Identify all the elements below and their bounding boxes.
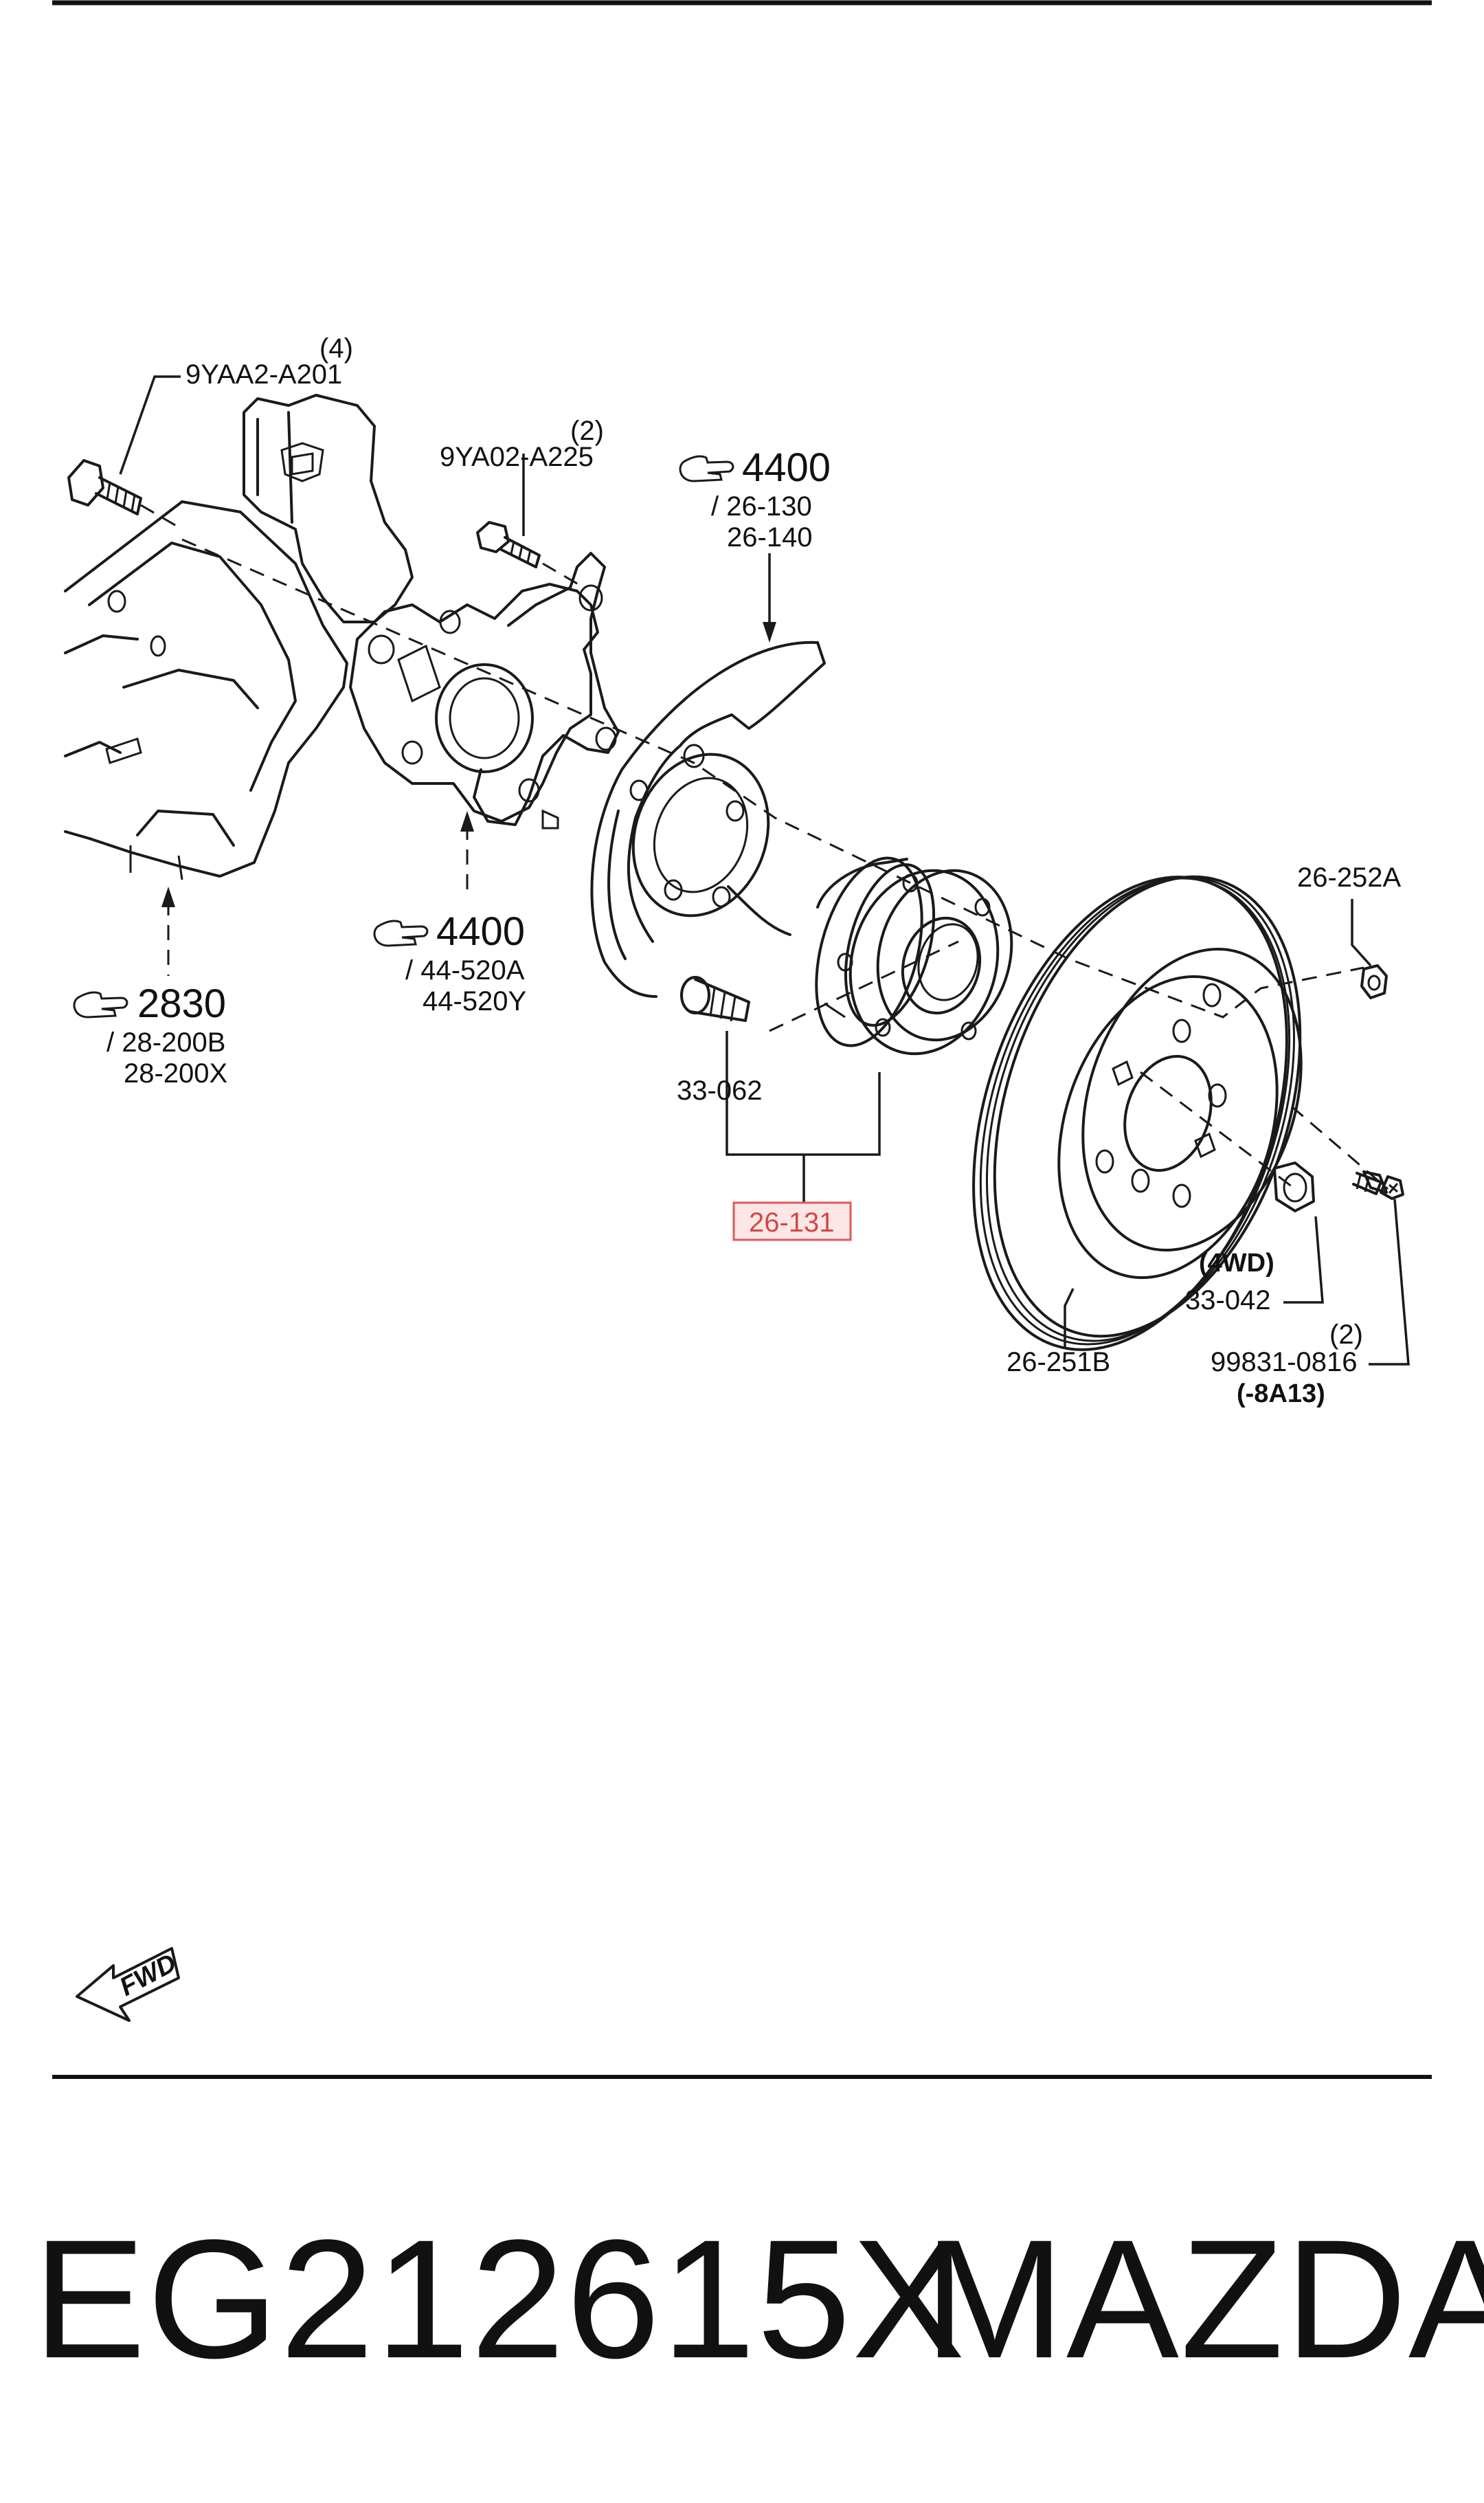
label-knuckle-ref-b: 44-520Y [423, 986, 526, 1016]
caliper-bracket-part [473, 552, 620, 830]
dust-shield-part [590, 641, 826, 998]
fwd-arrow-icon: FWD [76, 1947, 181, 2022]
label-shield-ref-a: / 26-130 [711, 491, 812, 522]
pointing-hand-icon [73, 991, 128, 1019]
disc-nut-part [1360, 964, 1388, 999]
label-nut-note: (4WD) [1199, 1249, 1274, 1278]
knuckle-part [349, 583, 599, 823]
label-screw-code: 99831-0816 [1211, 1347, 1358, 1377]
brake-disc-part [972, 875, 1303, 1351]
label-hub-bolt: 33-062 [677, 1076, 763, 1106]
label-knuckle-ref-a: / 44-520A [405, 955, 525, 986]
label-upper-bolt-code: 9YAA2-A201 [186, 359, 342, 390]
pointing-hand-icon [679, 455, 734, 482]
label-knuckle-ref-num: 4400 [436, 909, 525, 954]
upper-bracket-part [243, 394, 414, 623]
label-arm-ref-b: 28-200X [124, 1058, 227, 1089]
label-disc: 26-251B [1007, 1347, 1110, 1377]
label-screw-qty: (2) [1329, 1320, 1363, 1350]
label-shield-ref-b: 26-140 [727, 522, 813, 553]
small-bolt-part [476, 521, 585, 589]
label-upper-bolt-qty: (4) [319, 333, 353, 364]
label-screw-suffix: (-8A13) [1237, 1379, 1325, 1408]
label-arm-ref-a: / 28-200B [106, 1027, 225, 1058]
label-shield-ref-num: 4400 [742, 445, 831, 490]
pointing-hand-icon [373, 920, 429, 947]
hub-bolt-part [680, 976, 750, 1022]
disc-screw-part [1352, 1170, 1404, 1200]
label-arm-ref-num: 2830 [137, 981, 226, 1026]
lower-arm-part [64, 500, 348, 880]
hub-assembly-part [815, 856, 1013, 1056]
label-small-bolt-qty: (2) [570, 416, 604, 446]
caption-part-number: EG212615X [33, 2205, 966, 2394]
label-small-bolt-code: 9YA02-A225 [440, 442, 594, 472]
hub-nut-part [1273, 1161, 1315, 1212]
label-disc-nut: 26-252A [1297, 863, 1402, 893]
label-hub-assembly[interactable]: 26-131 [749, 1208, 835, 1238]
highlight-box [732, 1201, 852, 1241]
assembly-axis-lines [181, 538, 1389, 1190]
label-nut-code: 33-042 [1185, 1285, 1271, 1315]
upper-bolt-part [67, 459, 183, 531]
caption-brand: MAZDA [924, 2205, 1484, 2394]
leader-lines [119, 375, 1410, 1366]
